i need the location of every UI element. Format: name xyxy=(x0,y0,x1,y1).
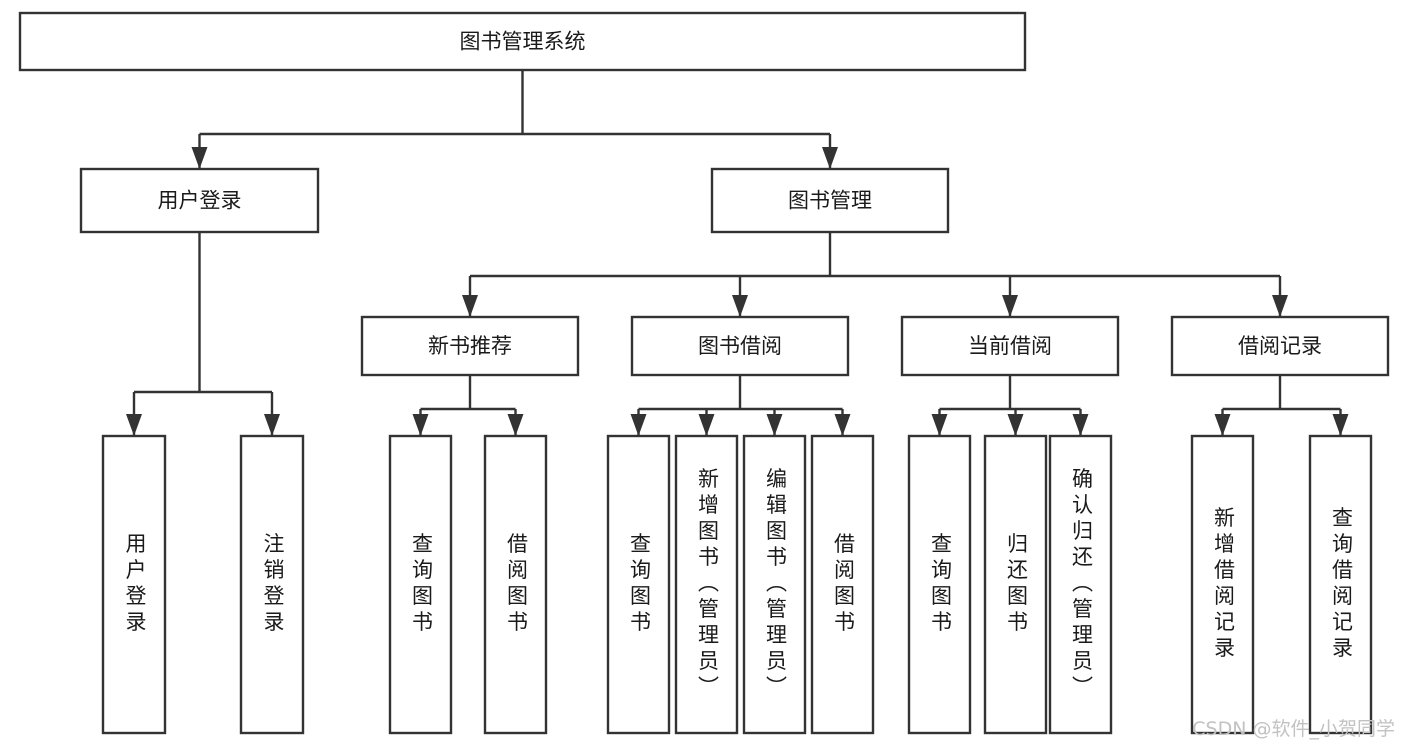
node-box xyxy=(388,434,453,735)
node-leaf-logout[interactable]: 注销登录 xyxy=(239,434,305,735)
node-label: 查询图书 xyxy=(929,533,953,637)
node-label: 查询图书 xyxy=(410,533,434,637)
arrow-head-icon xyxy=(462,295,478,317)
node-leaf-user-login[interactable]: 用户登录 xyxy=(101,434,167,735)
arrow-head-icon xyxy=(126,414,142,436)
node-label: 用户登录 xyxy=(123,533,147,637)
arrow-head-icon xyxy=(766,414,783,436)
node-label: 借阅图书 xyxy=(505,533,529,637)
arrow-head-icon xyxy=(732,295,748,317)
node-label: 借阅记录 xyxy=(1238,334,1322,358)
node-leaf-return-book[interactable]: 归还图书 xyxy=(983,434,1048,735)
node-label: 新书推荐 xyxy=(428,334,512,358)
node-label: 归还图书 xyxy=(1005,533,1029,637)
node-box xyxy=(360,315,580,377)
arrow-head-icon xyxy=(191,147,208,169)
arrow-head-icon xyxy=(507,414,524,436)
node-box xyxy=(630,315,850,377)
arrow-head-icon xyxy=(698,414,715,436)
node-label: 借阅图书 xyxy=(832,533,856,637)
arrow-head-icon xyxy=(1332,414,1349,436)
node-leaf-borrow-book[interactable]: 借阅图书 xyxy=(810,434,875,735)
node-book-management[interactable]: 图书管理 xyxy=(710,167,950,234)
node-label: 新增图书（管理员） xyxy=(696,468,720,702)
node-label: 当前借阅 xyxy=(968,334,1052,358)
node-book-borrow[interactable]: 图书借阅 xyxy=(630,315,850,377)
node-box xyxy=(483,434,548,735)
node-box xyxy=(1170,315,1390,377)
arrow-head-icon xyxy=(834,414,851,436)
node-label: 图书管理系统 xyxy=(460,30,586,54)
node-new-book-recommend[interactable]: 新书推荐 xyxy=(360,315,580,377)
arrow-head-icon xyxy=(931,414,948,436)
arrow-head-icon xyxy=(264,414,280,436)
node-label: 查询借阅记录 xyxy=(1330,507,1354,663)
node-leaf-borrow-book-new[interactable]: 借阅图书 xyxy=(483,434,548,735)
node-label: 图书借阅 xyxy=(698,334,782,358)
node-box xyxy=(101,434,167,735)
node-leaf-query-borrow-record[interactable]: 查询借阅记录 xyxy=(1308,434,1373,735)
node-box xyxy=(742,434,807,735)
node-borrow-records[interactable]: 借阅记录 xyxy=(1170,315,1390,377)
node-leaf-add-book-admin[interactable]: 新增图书（管理员） xyxy=(674,434,739,735)
node-label: 确认归还（管理员） xyxy=(1070,468,1094,702)
node-box xyxy=(606,434,671,735)
diagram-nodes: 图书管理系统用户登录图书管理新书推荐图书借阅当前借阅借阅记录用户登录注销登录查询… xyxy=(18,11,1390,735)
arrow-head-icon xyxy=(1007,414,1024,436)
node-box xyxy=(239,434,305,735)
arrow-head-icon xyxy=(630,414,647,436)
node-leaf-query-book-borrow[interactable]: 查询图书 xyxy=(606,434,671,735)
node-box xyxy=(1190,434,1255,735)
node-label: 用户登录 xyxy=(158,189,242,213)
arrow-head-icon xyxy=(412,414,429,436)
node-label: 注销登录 xyxy=(261,533,285,637)
node-leaf-query-book-current[interactable]: 查询图书 xyxy=(907,434,972,735)
node-box xyxy=(907,434,972,735)
node-leaf-confirm-return-admin[interactable]: 确认归还（管理员） xyxy=(1048,434,1113,735)
arrow-head-icon xyxy=(1214,414,1231,436)
node-box xyxy=(1048,434,1113,735)
connector-edges xyxy=(126,70,1349,436)
node-box xyxy=(900,315,1120,377)
node-label: 查询图书 xyxy=(628,533,652,637)
arrow-head-icon xyxy=(822,147,838,169)
node-leaf-add-borrow-record[interactable]: 新增借阅记录 xyxy=(1190,434,1255,735)
arrow-head-icon xyxy=(1002,295,1018,317)
arrow-head-icon xyxy=(1072,414,1089,436)
node-box xyxy=(810,434,875,735)
node-label: 图书管理 xyxy=(788,189,872,213)
node-box xyxy=(1308,434,1373,735)
node-label: 新增借阅记录 xyxy=(1212,507,1236,663)
node-current-borrow[interactable]: 当前借阅 xyxy=(900,315,1120,377)
node-label: 编辑图书（管理员） xyxy=(764,468,788,702)
node-root[interactable]: 图书管理系统 xyxy=(18,11,1027,72)
arrow-head-icon xyxy=(1272,295,1288,317)
node-leaf-edit-book-admin[interactable]: 编辑图书（管理员） xyxy=(742,434,807,735)
node-box xyxy=(983,434,1048,735)
node-box xyxy=(18,11,1027,72)
node-box xyxy=(710,167,950,234)
node-box xyxy=(674,434,739,735)
node-leaf-query-book-new[interactable]: 查询图书 xyxy=(388,434,453,735)
node-user-login[interactable]: 用户登录 xyxy=(79,167,320,234)
node-box xyxy=(79,167,320,234)
